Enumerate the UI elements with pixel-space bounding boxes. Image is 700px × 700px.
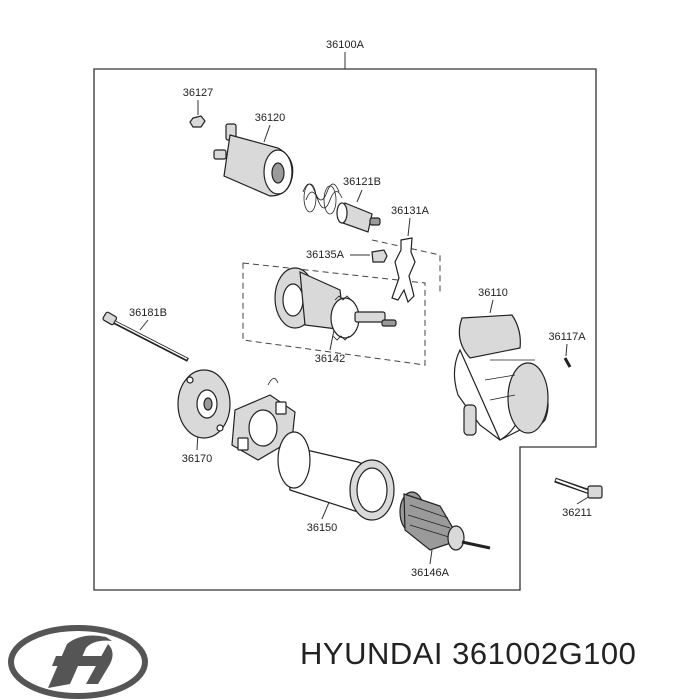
label-36150: 36150: [307, 522, 338, 534]
label-36131A: 36131A: [391, 205, 430, 217]
part-36142: 36142: [274, 267, 397, 365]
part-36120: 36120: [213, 112, 294, 197]
subassembly-outline: [242, 239, 441, 366]
label-36211: 36211: [562, 507, 592, 519]
label-36170: 36170: [182, 453, 213, 465]
label-36181B: 36181B: [129, 307, 167, 319]
label-36121B: 36121B: [343, 176, 381, 188]
label-36120: 36120: [255, 112, 286, 124]
part-36121B-plunger: [336, 189, 381, 233]
label-36146A: 36146A: [411, 567, 450, 579]
part-number-caption: HYUNDAI 361002G100: [300, 636, 637, 671]
part-36127: 36127: [183, 87, 214, 128]
hyundai-logo-icon: [8, 625, 148, 699]
label-36117A: 36117A: [548, 331, 586, 343]
assembly-frame: 36100A: [93, 39, 597, 591]
part-brush-holder: [231, 378, 296, 461]
assembly-label: 36100A: [326, 39, 365, 51]
part-36135A: 36135A: [306, 249, 388, 263]
part-36131A: 36131A: [391, 205, 430, 304]
part-36146A: 36146A: [399, 491, 491, 579]
part-36150: 36150: [277, 431, 395, 534]
part-36110: 36110: [453, 287, 549, 441]
label-36127: 36127: [183, 87, 214, 99]
label-36135A: 36135A: [306, 249, 345, 261]
part-36170: 36170: [177, 369, 231, 465]
part-36117A: 36117A: [548, 331, 586, 368]
label-36142: 36142: [315, 353, 346, 365]
part-36211: 36211: [554, 477, 603, 519]
label-36110: 36110: [478, 287, 508, 299]
part-36121B: 36121B: [302, 176, 381, 215]
part-36181B: 36181B: [102, 307, 189, 362]
